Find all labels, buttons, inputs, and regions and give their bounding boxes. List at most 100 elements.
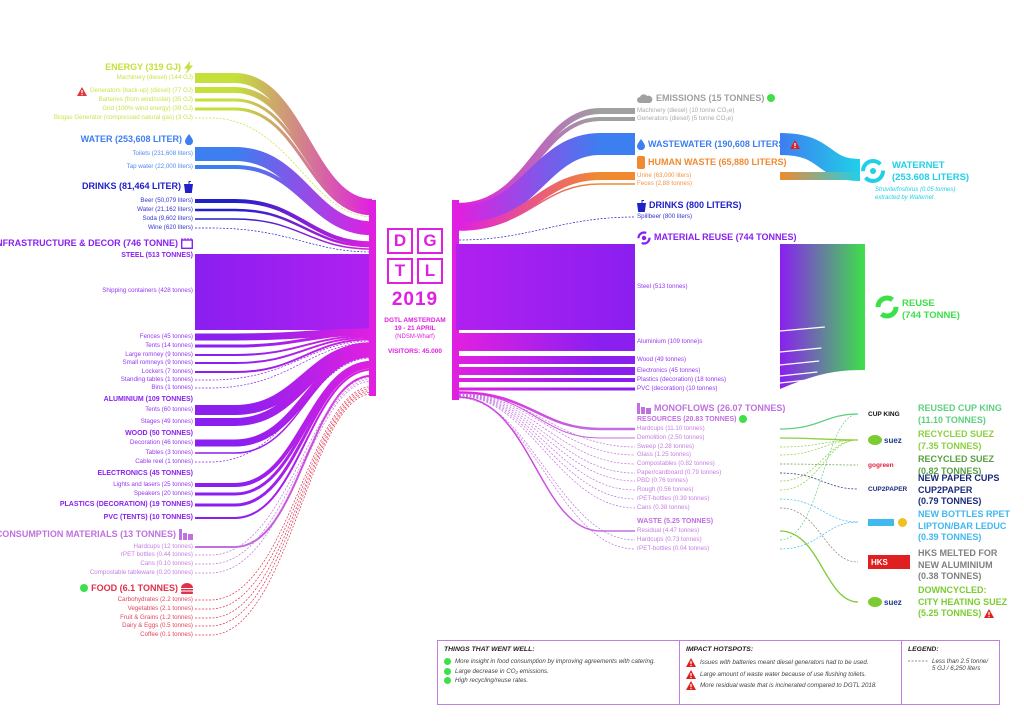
logo-text: suez [884, 597, 902, 607]
dgtl-logo-block: D G T L 2019 DGTL AMSTERDAM 19 - 21 APRI… [380, 228, 450, 356]
right-flow-bar [600, 367, 635, 375]
flow-label: rPET bottles (0.44 tonnes) [120, 550, 193, 558]
reuse-flow-gap [779, 378, 817, 384]
reuse-title: REUSE [902, 298, 935, 309]
r-flow-row: Aluminium (109 tonne)s [637, 337, 703, 345]
l-flow-row: Speakers (20 tonnes) [133, 489, 193, 497]
left-flow [195, 147, 373, 236]
destination-line: (0.79 TONNES) [918, 496, 982, 506]
logo-text: CUP KING [868, 410, 900, 418]
r-flow-row: DRINKS (800 LITERS) [637, 199, 742, 212]
right-flow-bar [600, 133, 635, 155]
flow-label: Fruit & Grains (1.2 tonnes) [120, 613, 193, 621]
left-flow [195, 328, 373, 341]
lightning-icon [184, 60, 193, 74]
monoflow-link [779, 463, 859, 466]
destination-line: NEW PAPER CUPS [918, 473, 1000, 483]
l-flow-row: Batteries (from wind/solar) (35 GJ) [98, 96, 193, 103]
category-title: CONSUMPTION MATERIALS (13 TONNES) [0, 528, 176, 539]
l-flow-row: Fruit & Grains (1.2 tonnes) [120, 613, 193, 621]
check-circle-icon [767, 94, 776, 102]
r-flow-row: PBD (0.76 tonnes) [637, 477, 688, 484]
l-flow-row: WATER (253,608 LITER) [80, 133, 193, 145]
destination-line: RECYCLED SUEZ [918, 429, 995, 439]
partner-logo: CUP KING [868, 407, 910, 421]
destination-line: (7.35 TONNES) [918, 440, 982, 451]
l-flow-row: Vegetables (2.1 tonnes) [128, 605, 193, 612]
legend-section: LEGEND: Less than 2.5 tonne/5 GJ / 6,250… [901, 641, 999, 704]
note-line: Struvite/fosforus (0.05 tonnes) [875, 187, 956, 193]
flow-label: Standing tables (1 tonnes) [120, 375, 193, 383]
cloud-icon [637, 93, 653, 103]
destination-line: CITY HEATING SUEZ [918, 596, 1008, 607]
l-flow-row: Coffee (0.1 tonnes) [140, 631, 193, 638]
left-flow [195, 365, 373, 507]
reuse-flow-gap [779, 326, 825, 332]
hotspots-section: IMPACT HOTSPOTS: Issues with batteries m… [679, 641, 901, 704]
l-flow-row: PLASTICS (DECORATION) (19 TONNES) [60, 501, 193, 508]
partner-logo: suez [868, 433, 910, 447]
flow-label: Lockers (7 tonnes) [141, 367, 193, 375]
flow-label: Hardcups (12 tonnes) [133, 542, 193, 550]
check-circle-icon [444, 658, 451, 665]
category-title: MONOFLOWS (26.07 TONNES) [654, 402, 786, 413]
subcategory-label: RESOURCES (20.83 TONNES) [637, 415, 737, 423]
monoflow-link [779, 439, 859, 482]
destination-line: DOWNCYCLED: [918, 585, 987, 595]
r-flow-row: Plastics (decoration) (18 tonnes) [637, 376, 726, 383]
flow-label: Fences (45 tonnes) [139, 332, 193, 340]
waternet-icon [861, 159, 885, 183]
flow-label: Feces (2,88 tonnes) [637, 179, 693, 187]
flow-label: Wine (620 liters) [147, 223, 193, 231]
r-flow-row: Generators (diesel) (5 tonne CO₂e) [637, 114, 734, 122]
category-title: WATER (253,608 LITER) [80, 133, 182, 144]
l-flow-row: Tap water (22,000 liters) [127, 163, 193, 170]
r-flow-row: Wood (49 tonnes) [637, 356, 686, 363]
destination-line: (11.10 TONNES) [918, 414, 986, 425]
warning-icon [984, 608, 995, 620]
destination-label: DOWNCYCLED:CITY HEATING SUEZ(5.25 TONNES… [918, 585, 1007, 620]
left-flow-dashed [195, 377, 373, 556]
destination-line: NEW ALUMINIUM [918, 559, 993, 570]
dashed-line-icon [908, 660, 928, 662]
r-flow-row: Spillbeer (800 liters) [637, 213, 692, 220]
flow-label: Speakers (20 tonnes) [133, 489, 193, 497]
flow-label: Stages (49 tonnes) [140, 417, 193, 425]
water-drop-icon [185, 133, 193, 145]
right-flow-dashed [458, 393, 636, 456]
left-flow [195, 338, 373, 373]
subcategory-label: WOOD (50 TONNES) [125, 430, 193, 437]
left-flow-dashed [195, 340, 373, 381]
flow-label: Aluminium (109 tonne)s [637, 337, 703, 345]
item-text: More residual waste that is incinerated … [700, 682, 878, 689]
l-flow-row: Soda (9,602 liters) [142, 215, 193, 222]
l-flow-row: Large romney (9 tonnes) [125, 351, 193, 358]
r-flow-row: MONOFLOWS (26.07 TONNES) [637, 402, 786, 414]
flow-label: Generators (diesel) (5 tonne CO₂e) [637, 114, 734, 122]
destination-line: (0.82 TONNES) [918, 465, 982, 476]
l-flow-row: Water (21,162 liters) [137, 206, 193, 213]
r-flow-row: Hardcups (11.10 tonnes) [637, 425, 705, 432]
flow-label: Compostables (0.82 tonnes) [637, 459, 715, 467]
consumption-icon [637, 402, 651, 414]
destination-line: HKS MELTED FOR [918, 548, 998, 558]
r-flow-row: Compostables (0.82 tonnes) [637, 459, 715, 467]
partner-logo: suez [868, 595, 910, 609]
l-flow-row: CONSUMPTION MATERIALS (13 TONNES) [0, 528, 193, 540]
r-flow-row: rPET-bottles (0.39 tonnes) [637, 495, 709, 502]
right-flow [458, 133, 601, 228]
right-flow-bar [600, 117, 635, 121]
legend-title: LEGEND: [908, 646, 939, 653]
r-flow-row: Electronics (45 tonnes) [637, 367, 700, 374]
category-title: INFRASTRUCTURE & DECOR (746 TONNE) [0, 237, 178, 248]
logo-letter: G [417, 228, 443, 254]
l-flow-row: ALUMINIUM (109 TONNES) [104, 396, 193, 403]
legend-text: 5 GJ / 6,250 liters [932, 665, 981, 672]
flow-label: Cable reel (1 tonnes) [135, 457, 193, 465]
flow-label: Toilets (231,608 liters) [132, 149, 193, 157]
left-flow-dashed [195, 117, 373, 218]
visitor-count: VISITORS: 45.000 [387, 347, 443, 355]
left-flow [195, 336, 373, 364]
flow-label: Steel (513 tonnes) [637, 282, 688, 290]
